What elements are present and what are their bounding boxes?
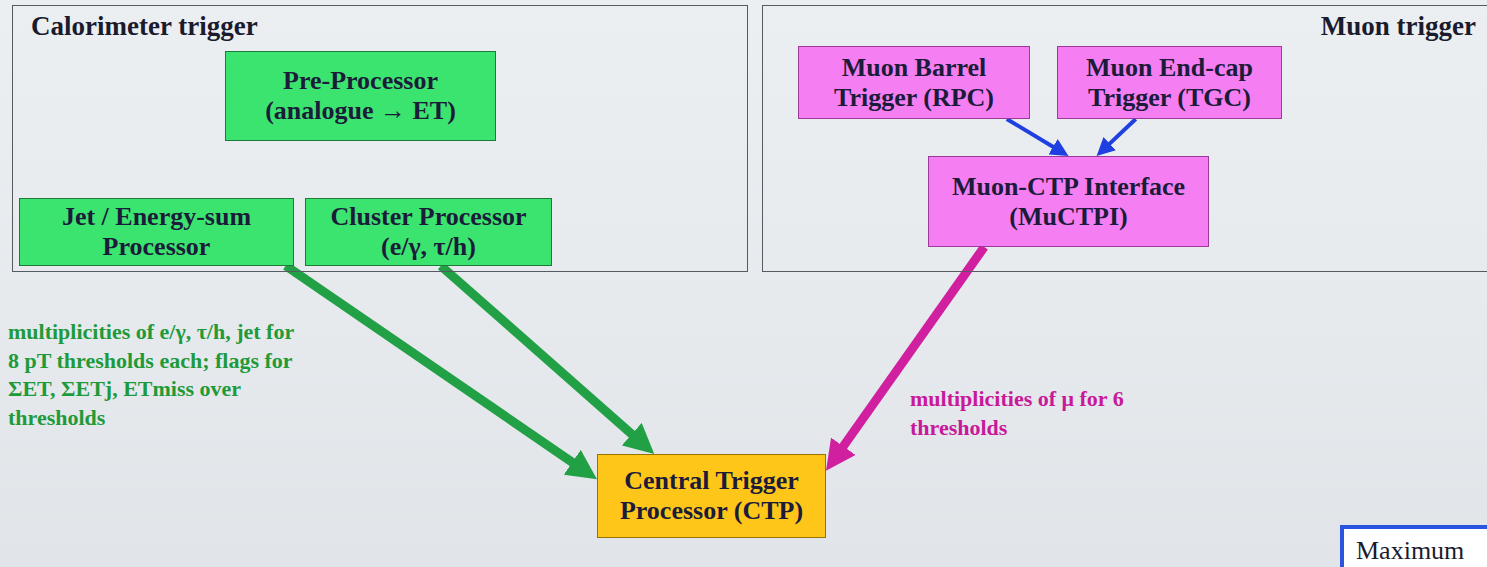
processor-box: Cluster Processor (e/γ, τ/h) — [305, 198, 552, 266]
box-label: Muon End-cap Trigger (TGC) — [1068, 53, 1271, 113]
signal-arrow — [1108, 119, 1135, 145]
box-label: Muon-CTP Interface (MuCTPI) — [939, 172, 1198, 232]
signal-arrow — [1007, 119, 1055, 148]
annotation-text: multiplicities of μ for 6 thresholds — [910, 385, 1180, 442]
signal-arrow — [441, 266, 634, 436]
box-label: Cluster Processor (e/γ, τ/h) — [316, 202, 541, 262]
processor-box: Pre-Processor (analogue → ET) — [225, 51, 496, 141]
processor-box: Jet / Energy-sum Processor — [19, 198, 294, 266]
box-label: Muon Barrel Trigger (RPC) — [809, 53, 1019, 113]
annotation-holder: multiplicities of e/γ, τ/h, jet for 8 pT… — [8, 318, 308, 432]
info-box: Maximum — [1340, 525, 1487, 567]
group-heading: Calorimeter trigger — [31, 10, 729, 42]
signal-arrow — [286, 266, 575, 464]
box-label: Jet / Energy-sum Processor — [30, 202, 283, 262]
box-label: Pre-Processor (analogue → ET) — [236, 66, 485, 126]
box-label: Maximum — [1356, 536, 1464, 566]
trigger-box: Muon End-cap Trigger (TGC) — [1057, 46, 1282, 119]
box-label: Central Trigger Processor (CTP) — [608, 466, 815, 526]
annotation-holder: multiplicities of μ for 6 thresholds — [910, 385, 1180, 442]
annotation-text: multiplicities of e/γ, τ/h, jet for 8 pT… — [8, 318, 308, 432]
central-processor-box: Central Trigger Processor (CTP) — [597, 454, 826, 538]
interface-box: Muon-CTP Interface (MuCTPI) — [928, 156, 1209, 247]
trigger-box: Muon Barrel Trigger (RPC) — [798, 46, 1030, 119]
trigger-group: Muon triggerMuon Barrel Trigger (RPC) Muo… — [762, 5, 1487, 272]
group-heading: Muon trigger — [781, 10, 1476, 42]
trigger-group: Calorimeter triggerPre-Processor (analog… — [12, 5, 748, 272]
